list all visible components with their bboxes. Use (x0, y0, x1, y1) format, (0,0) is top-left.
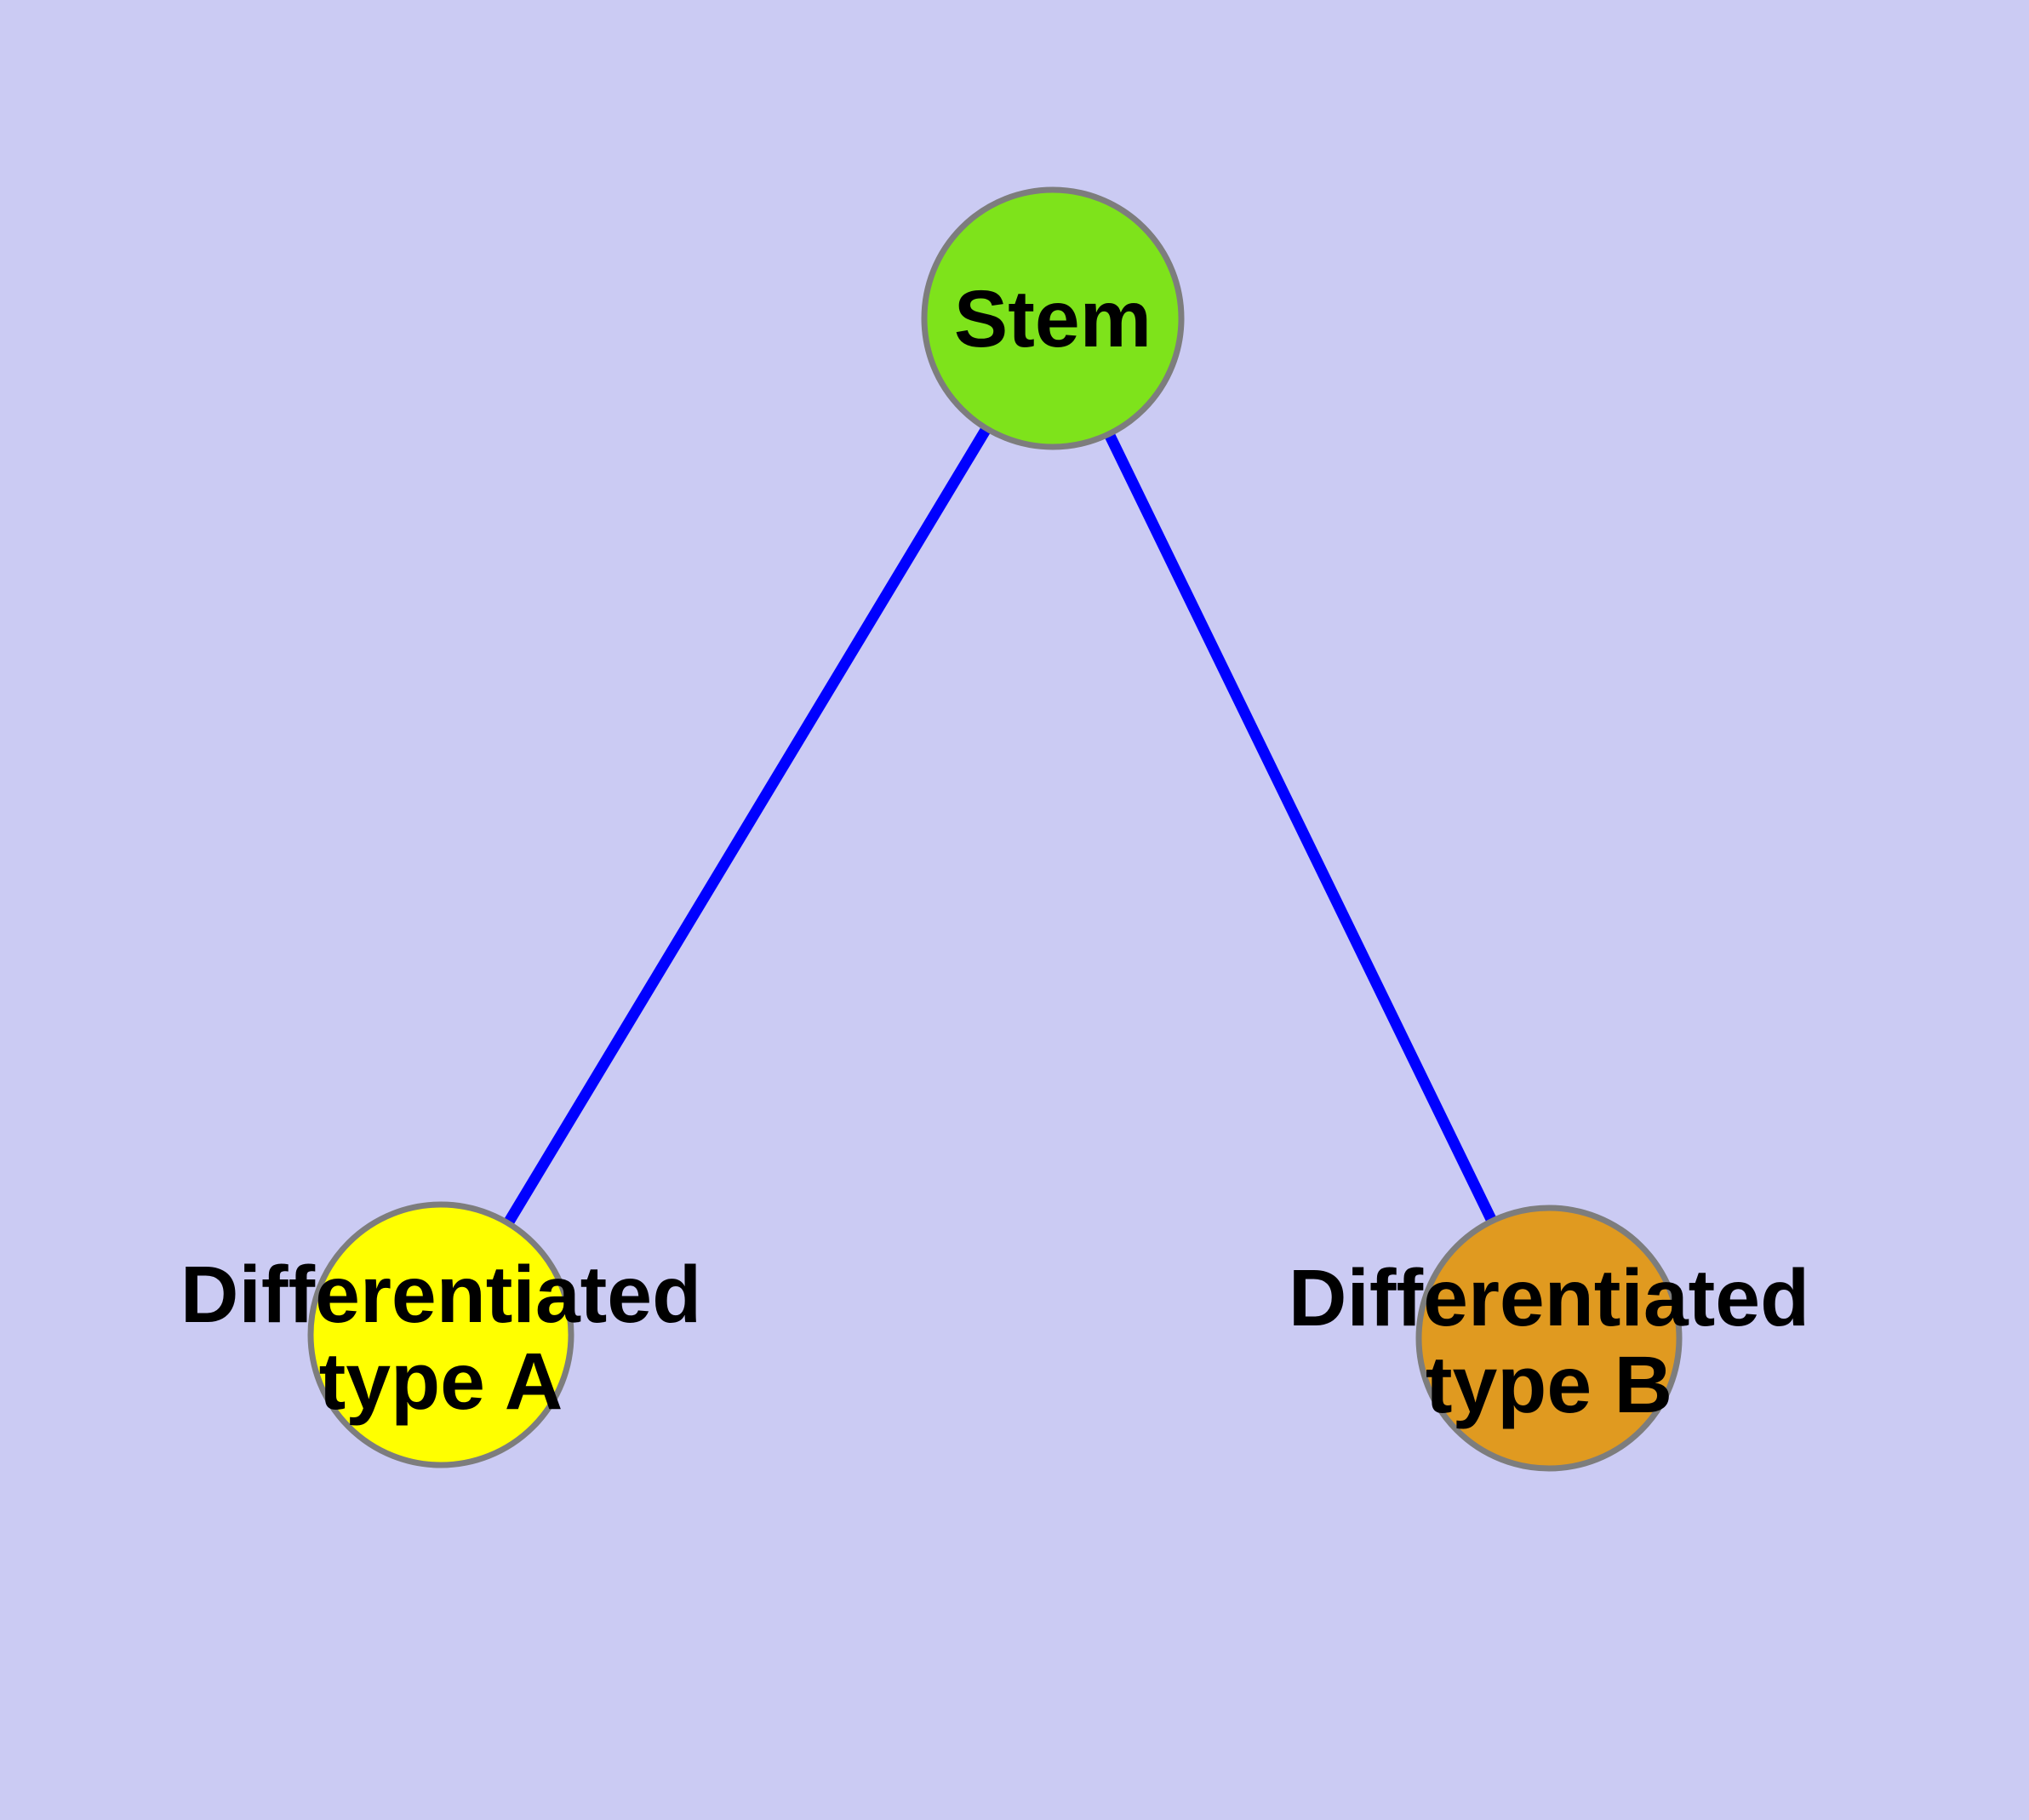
node-differentiated-type-b[interactable] (1415, 1205, 1683, 1472)
node-differentiated-type-b-label-line-2: type B (1426, 1340, 1672, 1430)
node-differentiated-type-b-label-line-1: Differentiated (1289, 1253, 1809, 1343)
node-stem-label: Stem (954, 274, 1152, 364)
edge-stem-to-type-b (1048, 316, 1554, 1341)
node-stem[interactable] (921, 186, 1185, 450)
edge-stem-to-type-a (436, 315, 1058, 1338)
node-differentiated-type-a-label-line-2: type A (319, 1336, 563, 1427)
node-differentiated-type-a-label-line-1: Differentiated (180, 1250, 701, 1340)
node-differentiated-type-a[interactable] (307, 1201, 574, 1468)
